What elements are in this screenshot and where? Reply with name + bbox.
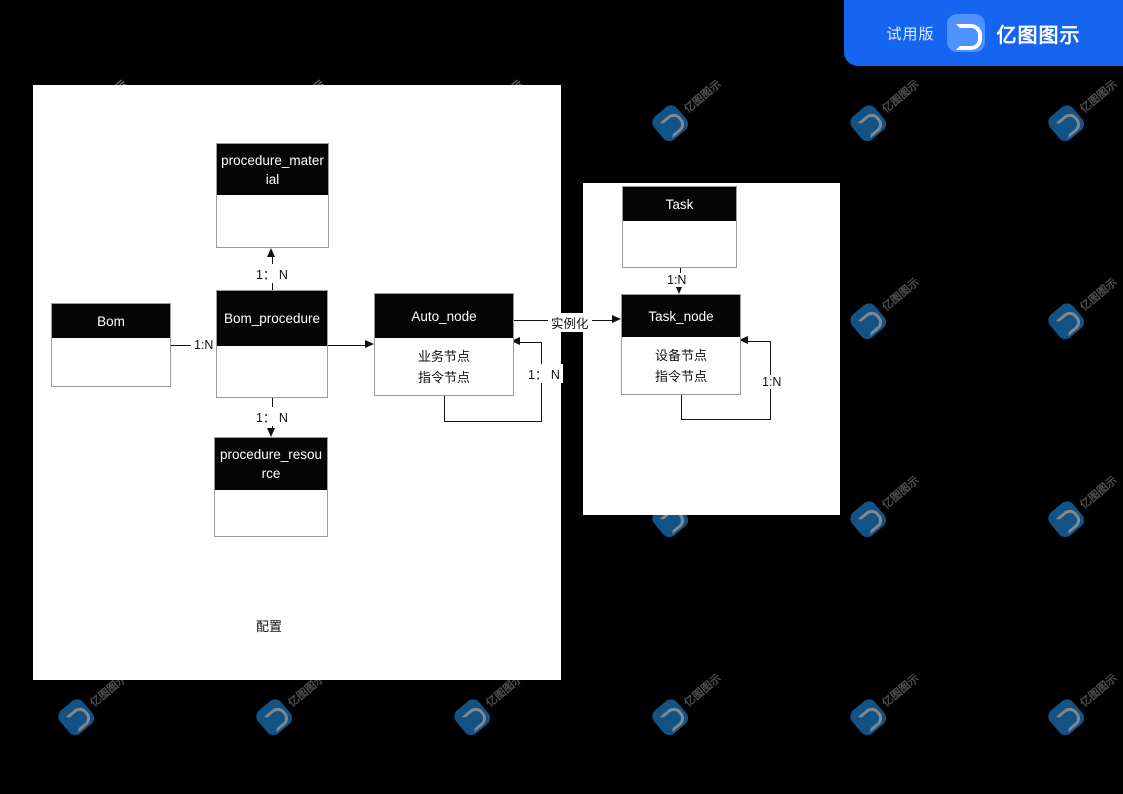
edraw-watermark-icon [1045, 300, 1088, 343]
entity-task[interactable]: Task [622, 186, 737, 268]
watermark-text: 亿图图示 [1078, 474, 1120, 512]
watermark-text: 亿图图示 [1078, 276, 1120, 314]
entity-body [217, 346, 327, 397]
trial-label: 试用版 [886, 25, 935, 43]
edraw-watermark-icon [451, 696, 494, 739]
watermark-text: 亿图图示 [880, 276, 922, 314]
entity-body [52, 338, 170, 386]
entity-title: Task [623, 187, 736, 221]
edraw-watermark-icon [55, 696, 98, 739]
watermark: 亿图图示 [844, 634, 962, 742]
entity-procedure_resource[interactable]: procedure_resource [214, 437, 328, 537]
watermark-text: 亿图图示 [880, 672, 922, 710]
entity-title: Task_node [622, 295, 740, 337]
free-label-configuration-note: 配置 [256, 619, 283, 634]
entity-title: Bom [52, 304, 170, 338]
edraw-watermark-icon [847, 696, 890, 739]
watermark: 亿图图示 [646, 40, 764, 148]
watermark: 亿图图示 [646, 634, 764, 742]
edge-task-node-loop-bottom [681, 419, 771, 420]
edraw-watermark-icon [649, 102, 692, 145]
edraw-watermark-icon [253, 696, 296, 739]
entity-body-line: 业务节点 [417, 348, 470, 364]
watermark-text: 亿图图示 [682, 672, 724, 710]
arrowhead-left-task-node-loop [739, 336, 748, 344]
entity-body-line: 指令节点 [417, 369, 470, 385]
edraw-watermark-icon [847, 102, 890, 145]
entity-bom[interactable]: Bom [51, 303, 171, 387]
arrowhead-down-procedure-resource [267, 428, 275, 437]
edraw-watermark-icon [1045, 498, 1088, 541]
edge-label-bom_procedure-to-procedure_material: 1： N [253, 264, 291, 283]
edge-label-auto_node-self-loop: 1： N [525, 364, 563, 383]
watermark-text: 亿图图示 [880, 78, 922, 116]
entity-body-line: 设备节点 [654, 347, 707, 363]
entity-body [623, 221, 736, 267]
edge-label-bom-to-bom_procedure: 1:N [191, 338, 217, 352]
entity-title: Bom_procedure [217, 291, 327, 346]
edge-label-auto_node-to-task_node: 实例化 [548, 313, 592, 332]
entity-body: 设备节点指令节点 [622, 337, 740, 394]
edge-label-bom_procedure-to-procedure_resource: 1： N [253, 407, 291, 426]
watermark-text: 亿图图示 [880, 474, 922, 512]
watermark-text: 亿图图示 [1078, 672, 1120, 710]
edge-task-node-loop-in [748, 341, 771, 342]
edge-label-task_node-self-loop: 1:N [759, 375, 785, 389]
edraw-watermark-icon [847, 498, 890, 541]
entity-body [217, 195, 328, 247]
watermark-text: 亿图图示 [682, 78, 724, 116]
watermark: 亿图图示 [844, 238, 962, 346]
watermark: 亿图图示 [1042, 238, 1123, 346]
entity-body [215, 490, 327, 536]
entity-bom_procedure[interactable]: Bom_procedure [216, 290, 328, 398]
arrowhead-up-procedure-material [267, 248, 275, 257]
edraw-logo-icon [946, 14, 985, 52]
edraw-watermark-icon [1045, 102, 1088, 145]
arrowhead-left-auto-node-loop [511, 337, 520, 345]
edge-label-task-to-task_node: 1:N [664, 273, 690, 287]
watermark: 亿图图示 [1042, 634, 1123, 742]
edge-bom-procedure-to-auto-node [328, 345, 365, 346]
arrowhead-down-task-node [675, 285, 683, 294]
edraw-watermark-icon [1045, 696, 1088, 739]
entity-title: Auto_node [375, 294, 513, 338]
edge-auto-node-loop-down [444, 396, 445, 422]
entity-procedure_material[interactable]: procedure_material [216, 143, 329, 248]
arrowhead-right-auto-node [365, 340, 374, 348]
edge-task-node-loop-down [681, 395, 682, 420]
entity-title: procedure_resource [215, 438, 327, 490]
entity-title: procedure_material [217, 144, 328, 195]
brand-name: 亿图图示 [996, 24, 1081, 47]
arrowhead-right-task-node [612, 315, 621, 323]
edge-auto-node-loop-bottom [444, 421, 542, 422]
edraw-watermark-icon [847, 300, 890, 343]
trial-badge[interactable]: 试用版 亿图图示 [844, 0, 1123, 66]
watermark: 亿图图示 [1042, 436, 1123, 544]
entity-body: 业务节点指令节点 [375, 338, 513, 395]
entity-body-line: 指令节点 [654, 368, 707, 384]
watermark: 亿图图示 [844, 436, 962, 544]
edraw-watermark-icon [649, 696, 692, 739]
watermark-text: 亿图图示 [1078, 78, 1120, 116]
edge-auto-node-loop-in [520, 342, 542, 343]
